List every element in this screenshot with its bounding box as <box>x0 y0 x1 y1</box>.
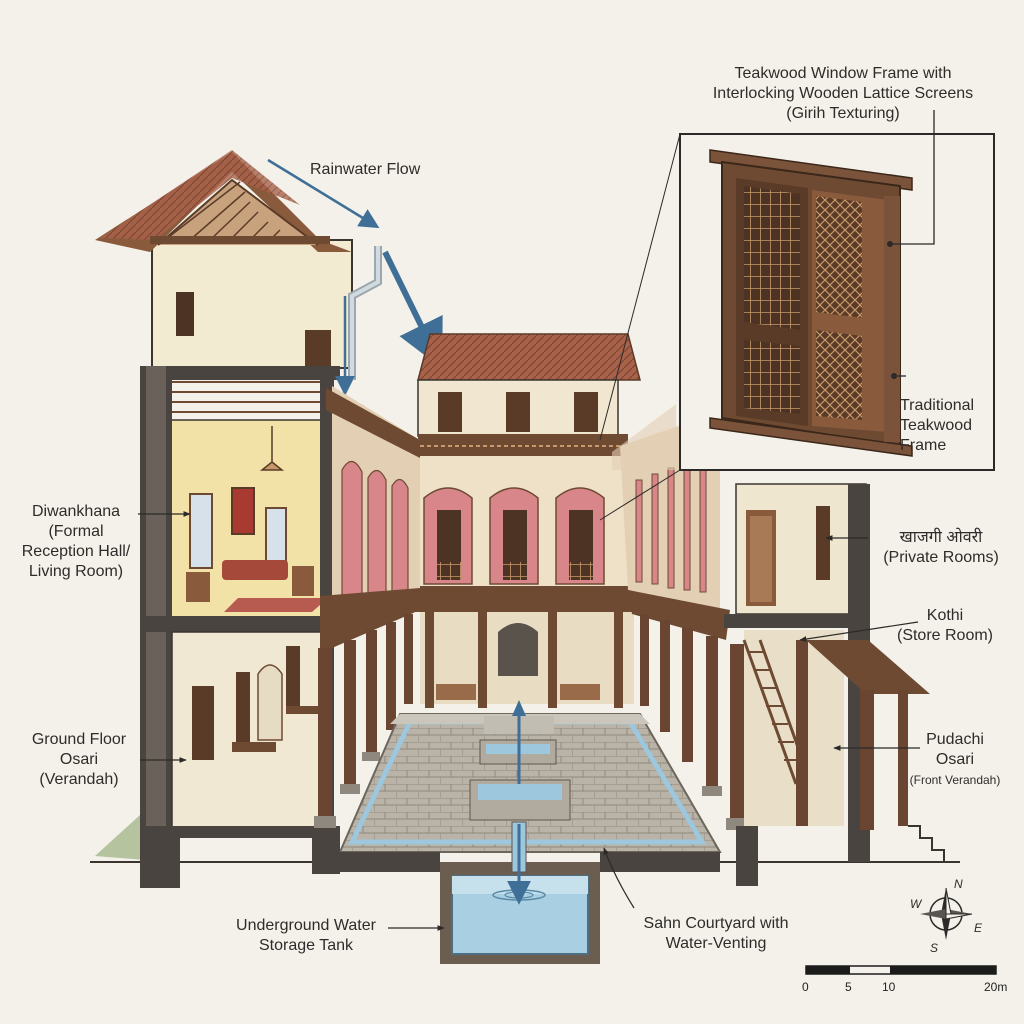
scale-tick-10: 10 <box>882 980 896 994</box>
leader-lines <box>138 511 920 931</box>
private-rooms-label: खाजगी ओवरी (Private Rooms) <box>883 529 999 566</box>
scale-tick-5: 5 <box>845 980 852 994</box>
window-detail-title: Teakwood Window Frame with Interlocking … <box>712 65 974 122</box>
ground-osari-label: Ground Floor Osari (Verandah) <box>31 731 127 788</box>
left-wing <box>95 150 353 866</box>
back-wing <box>408 333 641 708</box>
window-inset <box>599 110 995 521</box>
window-frame-label: Traditional Teakwood Frame <box>900 397 975 454</box>
water-tank-label: Underground Water Storage Tank <box>236 917 376 954</box>
compass-north: N <box>954 877 963 891</box>
sahn-courtyard-label: Sahn Courtyard with Water-Venting <box>643 915 789 952</box>
compass-south: S <box>930 941 939 955</box>
compass-east: E <box>974 921 983 935</box>
rainwater-flow-label: Rainwater Flow <box>310 161 421 178</box>
scale-tick-20m: 20m <box>984 980 1008 994</box>
compass-west: W <box>910 897 922 911</box>
right-wing <box>724 483 945 886</box>
scale-tick-0: 0 <box>802 980 809 994</box>
left-colonnade <box>314 386 420 828</box>
scale-bar <box>805 965 997 975</box>
diwankhana-label: Diwankhana (Formal Reception Hall/ Livin… <box>21 503 131 580</box>
kothi-label: Kothi (Store Room) <box>896 607 994 644</box>
compass-icon <box>920 887 973 940</box>
courtyard <box>140 700 722 905</box>
pudachi-osari-label: Pudachi Osari (Front Verandah) <box>909 731 1001 787</box>
